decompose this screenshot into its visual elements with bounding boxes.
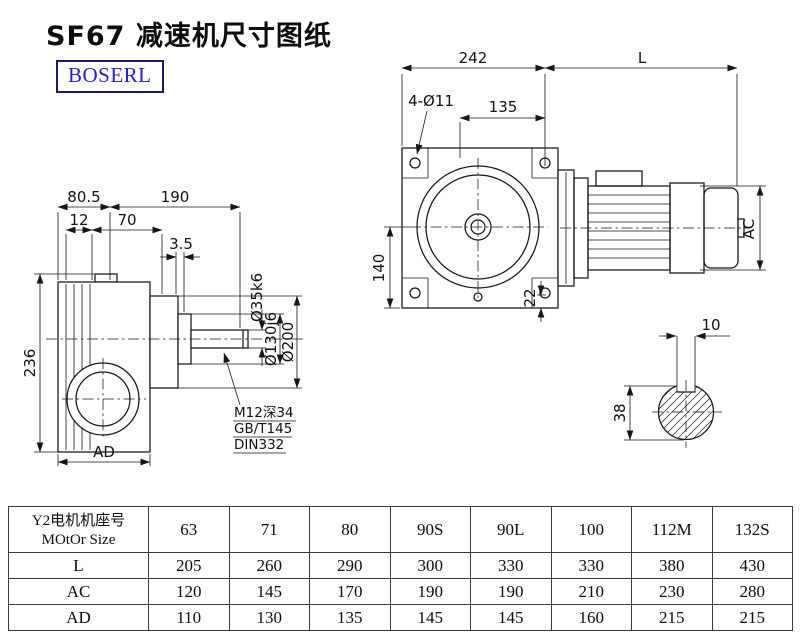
dimension-table: Y2电机机座号 MOtOr Size 63 71 80 90S 90L 100 … [8, 506, 793, 631]
side-view [46, 273, 305, 453]
dim-front-sides: 140 22 AC [370, 185, 766, 322]
page-title: SF67 减速机尺寸图纸 [46, 21, 332, 52]
cell: 135 [309, 604, 391, 631]
col-header: 112M [631, 506, 713, 553]
col-header: 100 [550, 506, 632, 553]
cell: 170 [309, 578, 391, 605]
dim-80-5-label: 80.5 [67, 188, 100, 206]
cell: 290 [309, 552, 391, 579]
dim-key-width-label: 10 [701, 316, 720, 334]
mount-hole-icon [409, 287, 421, 299]
brand-logo-text: BOSERL [68, 63, 152, 87]
cell: 190 [470, 578, 552, 605]
row-label: AC [8, 578, 149, 605]
dim-190-label: 190 [161, 188, 190, 206]
table-row-AC: AC 120 145 170 190 190 210 230 280 [8, 578, 793, 605]
output-flange [149, 295, 179, 389]
cell: 380 [631, 552, 713, 579]
cell: 160 [550, 604, 632, 631]
dim-top: 242 L 135 4-Ø11 [401, 49, 738, 186]
shaft-note: M12深34 GB/T145 DIN332 [223, 352, 296, 454]
col-header: 63 [148, 506, 230, 553]
terminal-box [595, 170, 643, 187]
dim-236-label: 236 [21, 349, 39, 378]
cell: 260 [228, 552, 310, 579]
row-label: L [8, 552, 149, 579]
dim-side: 80.5 190 12 70 3.5 236 AD [21, 188, 241, 466]
holes-callout-label: 4-Ø11 [408, 92, 454, 110]
dim-AC-label: AC [740, 219, 758, 239]
row-label: AD [8, 604, 149, 631]
dim-AD-label: AD [93, 443, 115, 461]
front-view [401, 147, 559, 309]
col-header: 71 [228, 506, 310, 553]
dim-135-label: 135 [489, 98, 518, 116]
table-header-row: Y2电机机座号 MOtOr Size 63 71 80 90S 90L 100 … [8, 506, 793, 553]
cell: 205 [148, 552, 230, 579]
cell: 190 [389, 578, 471, 605]
cell: 110 [148, 604, 230, 631]
motor-size-header-cell: Y2电机机座号 MOtOr Size [8, 506, 149, 553]
cell: 230 [631, 578, 713, 605]
col-header: 80 [309, 506, 391, 553]
table-row-AD: AD 110 130 135 145 145 160 215 215 [8, 604, 793, 631]
col-header: 132S [711, 506, 793, 553]
cell: 280 [711, 578, 793, 605]
dim-L-label: L [638, 49, 647, 67]
note-std1-label: GB/T145 [234, 421, 292, 437]
col-header: 90L [470, 506, 552, 553]
dim-22-label: 22 [521, 288, 539, 307]
motor-size-label-cn: Y2电机机座号 [31, 512, 126, 529]
cell: 215 [711, 604, 793, 631]
brand-logo: BOSERL [56, 60, 164, 93]
dim-70-label: 70 [117, 211, 136, 229]
cell: 330 [470, 552, 552, 579]
mount-hole-icon [409, 157, 421, 169]
motor-size-label-en: MOtOr Size [41, 531, 116, 548]
dim-242-label: 242 [459, 49, 488, 67]
cell: 300 [389, 552, 471, 579]
dim-140-label: 140 [370, 254, 388, 283]
cell: 145 [470, 604, 552, 631]
dim-12-label: 12 [69, 211, 88, 229]
dim-key-height-label: 38 [611, 403, 629, 422]
technical-drawing: 242 L 135 4-Ø11 140 22 AC [21, 49, 766, 466]
cell: 120 [148, 578, 230, 605]
motor [557, 169, 750, 287]
cell: 145 [389, 604, 471, 631]
cell: 145 [228, 578, 310, 605]
dim-flange-dia-label: Ø200 [279, 322, 297, 362]
drain-plug-icon [473, 292, 483, 302]
cell: 130 [228, 604, 310, 631]
cell: 430 [711, 552, 793, 579]
note-std2-label: DIN332 [234, 437, 284, 453]
dim-shaft-dia-label: Ø35k6 [248, 273, 266, 322]
col-header: 90S [389, 506, 471, 553]
cell: 330 [550, 552, 632, 579]
shaft-section-view: 10 38 [611, 316, 730, 448]
dim-3-5-label: 3.5 [169, 235, 193, 253]
dim-diameters: Ø35k6 Ø130j6 Ø200 [178, 273, 302, 389]
cell: 215 [631, 604, 713, 631]
cell: 210 [550, 578, 632, 605]
table-row-L: L 205 260 290 300 330 330 380 430 [8, 552, 793, 579]
note-tap-label: M12深34 [234, 405, 294, 421]
dim-spigot-dia-label: Ø130j6 [262, 312, 280, 366]
